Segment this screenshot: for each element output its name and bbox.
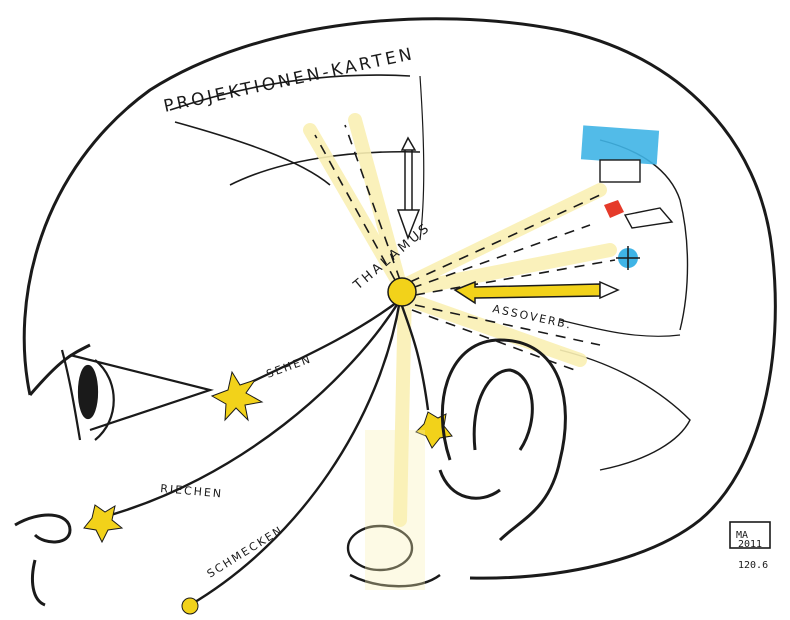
- title-label: PROJEKTIONEN-KARTEN: [162, 44, 417, 117]
- white-box-mid: [625, 208, 672, 228]
- assoc-arrow: [455, 282, 618, 303]
- riechen-label: RIECHEN: [160, 482, 224, 500]
- temporal-lobe-line: [560, 350, 690, 470]
- crosshair-icon: [616, 246, 640, 270]
- thalamus-node: [388, 278, 416, 306]
- eye: [62, 350, 210, 440]
- red-target: [604, 200, 624, 218]
- vertical-arrow: [398, 138, 419, 238]
- neuron-riechen: [84, 505, 122, 542]
- signature-stamp: MA 2011 120.6: [730, 522, 770, 571]
- neuron-sehen: [212, 372, 262, 420]
- neuron-schmecken: [182, 598, 198, 614]
- sehen-label: SEHEN: [265, 352, 314, 380]
- signature-code: 120.6: [738, 560, 768, 571]
- right-cortex-lower: [560, 320, 680, 336]
- schmecken-label: SCHMECKEN: [205, 523, 286, 580]
- signature-year: 2011: [738, 539, 762, 550]
- white-box-top: [600, 160, 640, 182]
- nose: [15, 515, 70, 605]
- ear: [440, 340, 565, 540]
- cortex-side-line: [420, 76, 424, 240]
- blue-target-area: [581, 125, 659, 164]
- spinal-column: [365, 430, 425, 590]
